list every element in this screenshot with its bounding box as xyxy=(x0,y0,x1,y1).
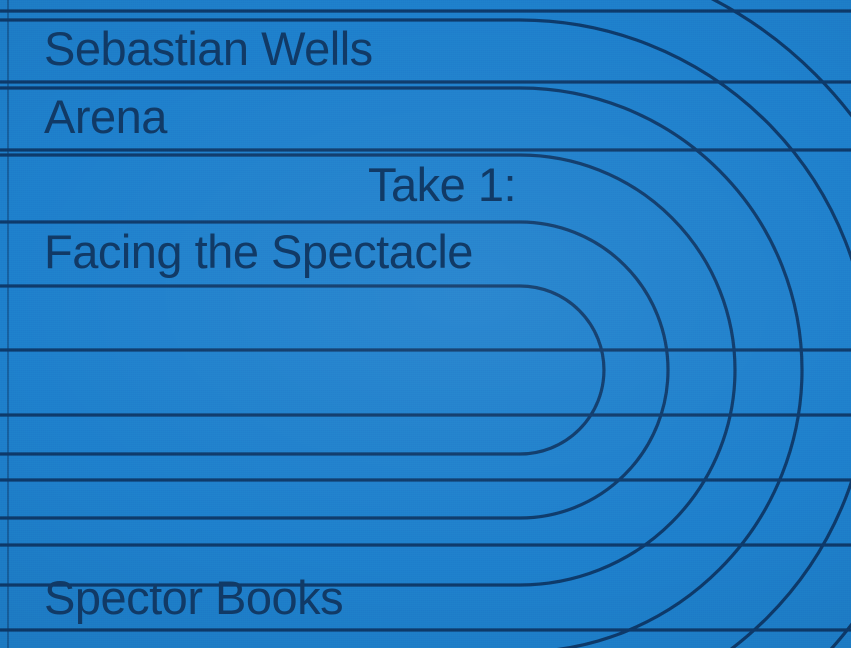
publisher-name: Spector Books xyxy=(44,571,344,624)
author-name: Sebastian Wells xyxy=(44,22,373,75)
book-subtitle: Facing the Spectacle xyxy=(44,225,473,278)
lane-bend-curves xyxy=(519,0,851,648)
lane-straight-lines xyxy=(0,18,520,587)
series-title: Arena xyxy=(44,90,167,143)
take-label: Take 1: xyxy=(368,158,517,211)
edge-rules xyxy=(0,9,851,632)
